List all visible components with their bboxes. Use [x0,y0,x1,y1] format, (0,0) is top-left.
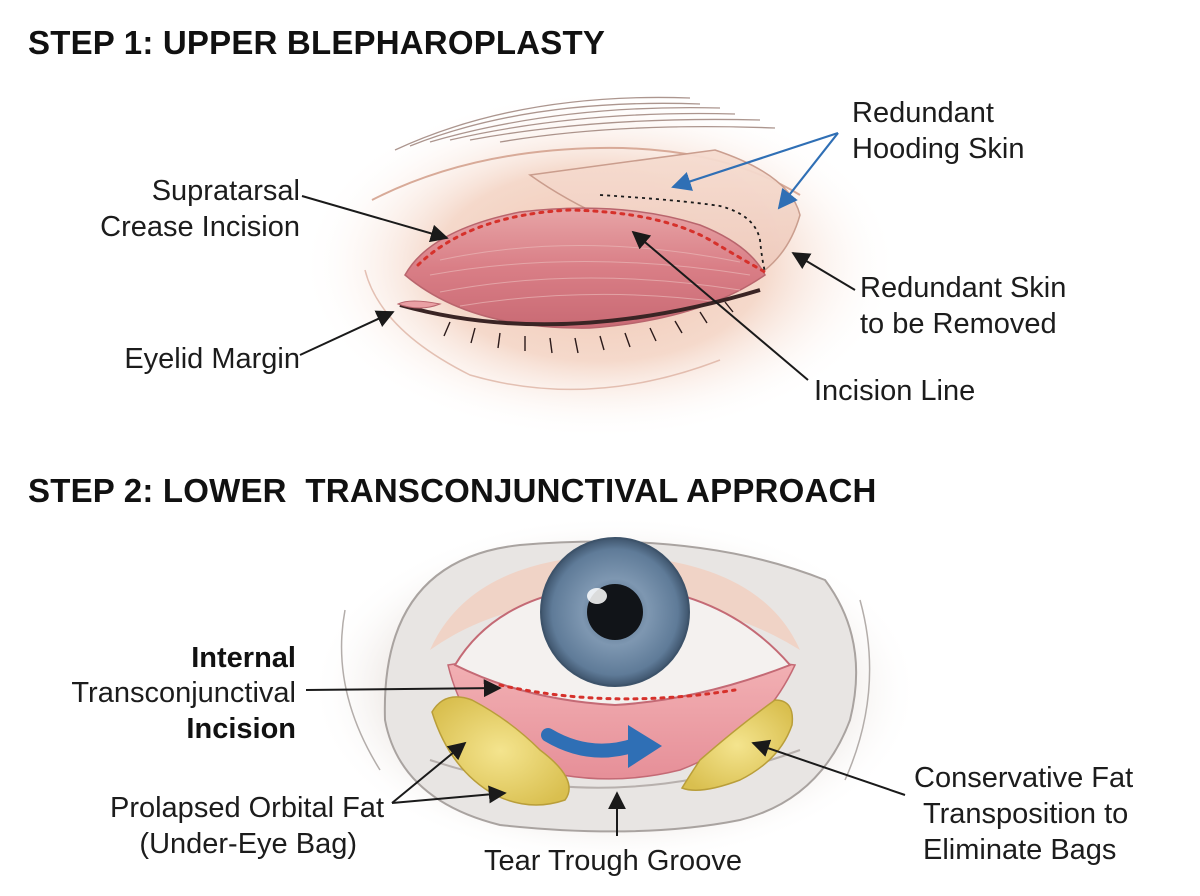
label-internal-line1: Internal [191,642,296,674]
label-conservative-line3: Eliminate Bags [923,834,1116,866]
step2-leader-lines [305,679,906,836]
lash-line [399,288,761,327]
excision-outline [599,194,766,273]
eyelashes [443,301,734,354]
label-hooding-line1: Redundant [852,97,994,129]
upper-eyelid-illustration [300,90,900,440]
label-prolapsed-line2: (Under-Eye Bag) [139,828,357,860]
label-hooding-line2: Hooding Skin [852,133,1025,165]
label-prolapsed-line1: Prolapsed Orbital Fat [110,792,384,824]
eyebrow [394,96,776,151]
step2-title: STEP 2: LOWER TRANSCONJUNCTIVAL APPROACH [28,472,877,509]
prolapsed-fat-left [431,696,570,806]
label-removed-line2: to be Removed [860,308,1057,340]
supratarsal-incision-line [416,208,767,274]
label-tear-trough: Tear Trough Groove [484,845,742,877]
eyelid-margin-shape [396,300,442,309]
label-eyelid-margin: Eyelid Margin [124,343,300,375]
label-removed-line1: Redundant Skin [860,272,1066,304]
transposition-arrow [541,728,642,758]
label-supratarsal-line2: Crease Incision [100,211,300,243]
transconjunctival-incision-line [498,683,737,701]
label-internal-line2: Transconjunctival [71,677,296,709]
label-conservative-line2: Transposition to [923,798,1128,830]
label-supratarsal-line1: Supratarsal [152,175,300,207]
step1-title: STEP 1: UPPER BLEPHAROPLASTY [28,24,606,61]
lower-eyelid-illustration [310,515,920,865]
transposed-fat-right [680,699,794,791]
label-internal-line3: Incision [186,713,296,745]
step1-leader-lines [299,131,856,381]
label-conservative-line1: Conservative Fat [914,762,1133,794]
label-incision-line: Incision Line [814,375,975,407]
